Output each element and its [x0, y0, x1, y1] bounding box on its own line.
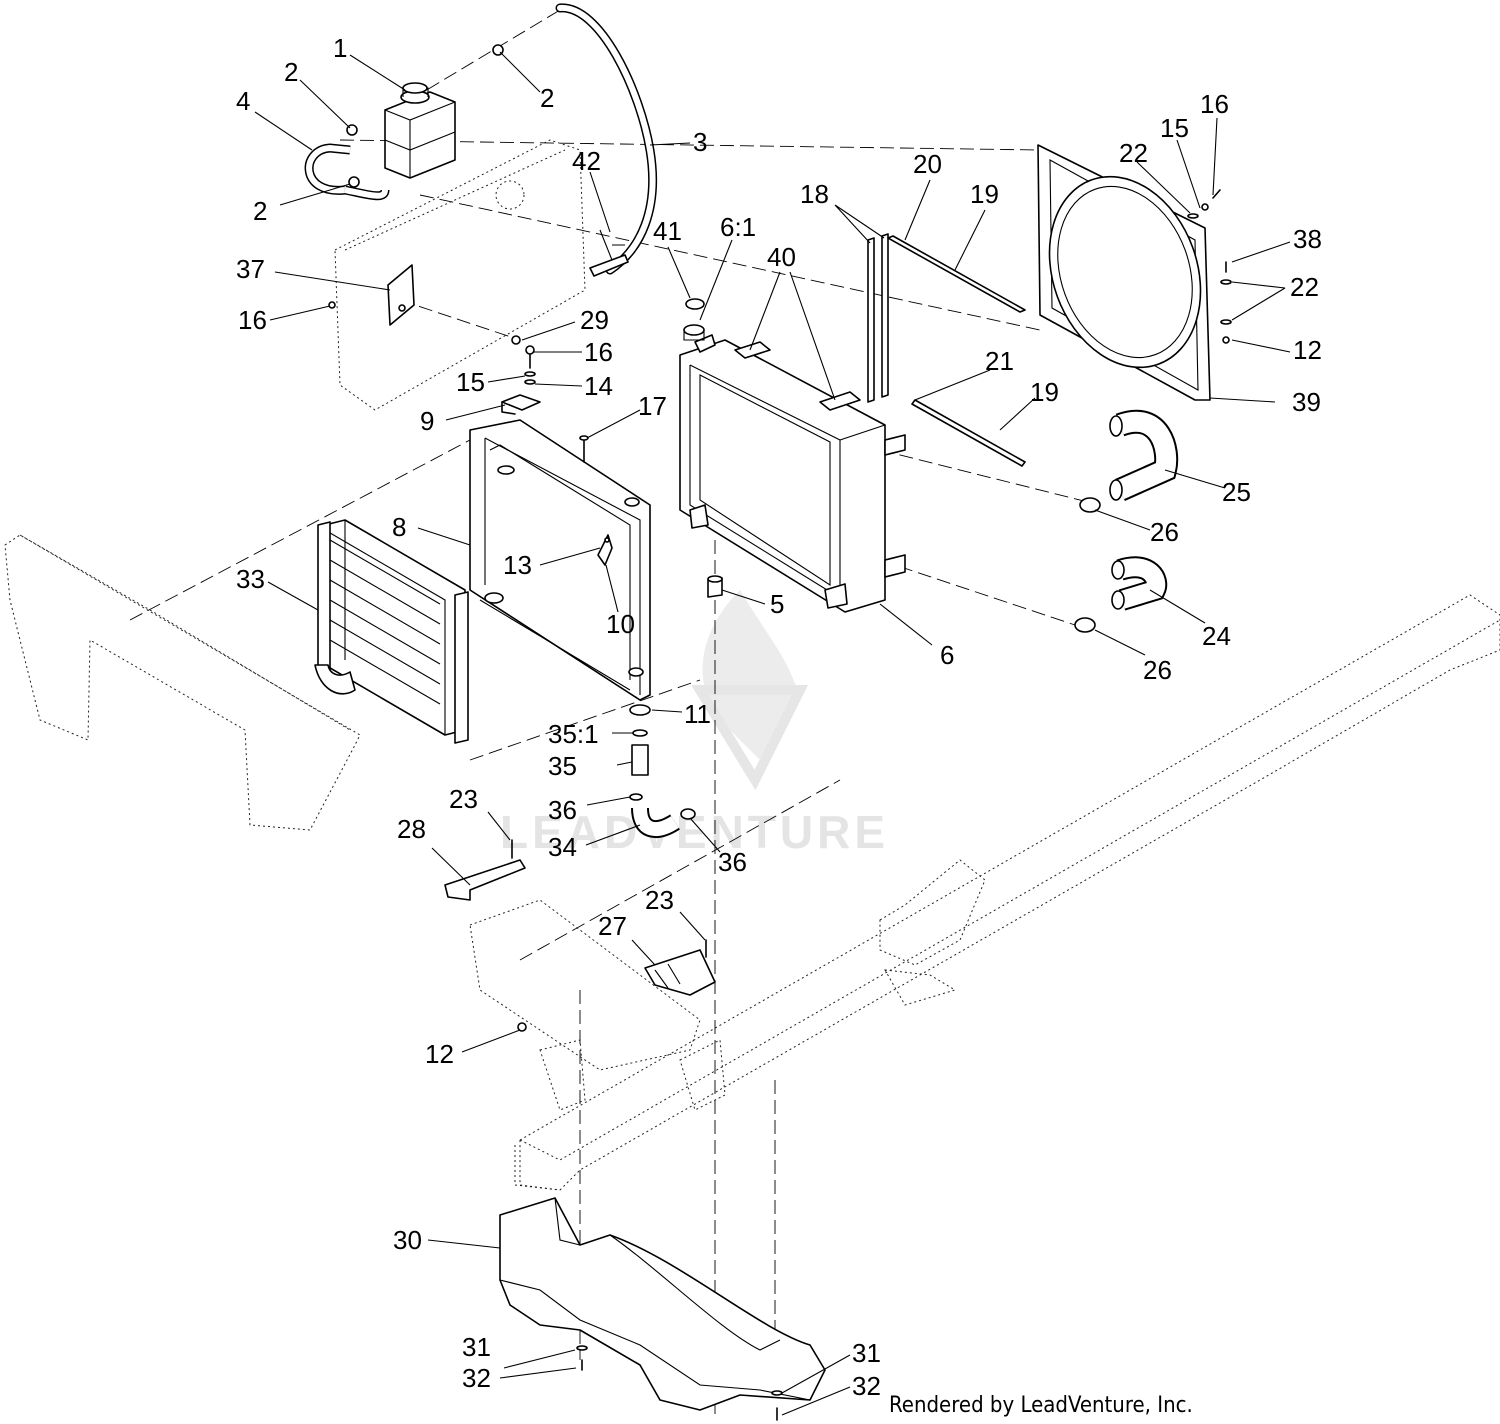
- radiator-cap: [683, 298, 705, 341]
- callout-36: 36: [548, 795, 577, 825]
- callout-26: 26: [1143, 655, 1172, 685]
- callout-35: 35: [548, 751, 577, 781]
- callout-14: 14: [584, 371, 613, 401]
- callout-28: 28: [397, 814, 426, 844]
- hose-clamp-42: [589, 229, 629, 277]
- callout-9: 9: [420, 406, 434, 436]
- callout-16: 16: [1200, 89, 1229, 119]
- callout-36: 36: [718, 847, 747, 877]
- callout-26: 26: [1150, 517, 1179, 547]
- drain-fitting-stack: [629, 704, 696, 839]
- callout-42: 42: [572, 146, 601, 176]
- callout-20: 20: [913, 149, 942, 179]
- callout-32: 32: [852, 1371, 881, 1401]
- callout-37: 37: [236, 254, 265, 284]
- upper-radiator-hose: [1109, 409, 1179, 501]
- assembly-lines: [129, 9, 1101, 1420]
- callout-30: 30: [393, 1225, 422, 1255]
- lower-radiator-hose: [1111, 556, 1168, 611]
- nuts-2: [346, 44, 504, 188]
- bracket-37: [387, 264, 415, 326]
- callout-15: 15: [456, 367, 485, 397]
- callout-12: 12: [1293, 335, 1322, 365]
- fasteners-38-22-12: [1187, 189, 1232, 344]
- reservoir-hose: [304, 143, 390, 201]
- radiator-shroud-frame: [469, 419, 651, 701]
- callout-4: 4: [236, 86, 250, 116]
- callout-23: 23: [645, 885, 674, 915]
- callout-12: 12: [425, 1039, 454, 1069]
- callout-27: 27: [598, 911, 627, 941]
- frame-left-panel: [4, 534, 361, 831]
- seal-strips: [867, 233, 1026, 467]
- overflow-hose: [555, 3, 658, 275]
- callout-3: 3: [693, 127, 707, 157]
- callout-11: 11: [684, 699, 711, 729]
- callout-31: 31: [852, 1338, 881, 1368]
- coolant-reservoir: [384, 82, 456, 179]
- callout-38: 38: [1293, 224, 1322, 254]
- callout-16: 16: [584, 337, 613, 367]
- callout-8: 8: [392, 512, 406, 542]
- callout-17: 17: [638, 391, 667, 421]
- clip-10: [597, 534, 613, 566]
- leader-lines: [254, 51, 1291, 1416]
- callout-labels: 1 2 2 2 3 4 42 41 6:1 40 18 20 19 16 15 …: [236, 33, 1322, 1401]
- callout-34: 34: [548, 832, 577, 862]
- callout-6: 6: [940, 640, 954, 670]
- bracket-27: [644, 939, 716, 996]
- render-credit: Rendered by LeadVenture, Inc.: [889, 1393, 1193, 1418]
- callout-13: 13: [503, 550, 532, 580]
- callout-2: 2: [253, 196, 267, 226]
- callout-23: 23: [449, 784, 478, 814]
- bracket-9: [501, 394, 541, 415]
- callout-2: 2: [284, 57, 298, 87]
- nut-12-lower: [517, 1022, 527, 1032]
- radiator: [679, 334, 906, 613]
- callout-25: 25: [1222, 477, 1251, 507]
- callout-19: 19: [1030, 377, 1059, 407]
- callout-10: 10: [606, 609, 635, 639]
- callout-39: 39: [1292, 387, 1321, 417]
- callout-33: 33: [236, 564, 265, 594]
- bolt-16-left: [328, 301, 336, 309]
- hose-clamps-26: [1074, 497, 1101, 633]
- bolt-17: [579, 435, 589, 463]
- callout-22: 22: [1119, 138, 1148, 168]
- callout-5: 5: [770, 589, 784, 619]
- fan-shroud-panel: [334, 139, 586, 411]
- callout-19: 19: [970, 179, 999, 209]
- frame-right-rail: [514, 594, 1500, 1191]
- callout-2: 2: [540, 83, 554, 113]
- callout-41: 41: [653, 216, 682, 246]
- callout-35-1: 35:1: [548, 719, 599, 749]
- frame-center-bracket: [469, 899, 726, 1111]
- watermark-v-icon: [691, 685, 809, 791]
- watermark-flame-icon: [702, 590, 800, 760]
- callout-22: 22: [1290, 272, 1319, 302]
- radiator-mount: [707, 575, 723, 598]
- callout-24: 24: [1202, 621, 1231, 651]
- watermark: LEADVENTURE: [500, 590, 885, 858]
- callout-18: 18: [800, 179, 829, 209]
- callout-15: 15: [1160, 113, 1189, 143]
- callout-32: 32: [462, 1363, 491, 1393]
- fasteners-31-32: [576, 1345, 783, 1421]
- bolt-stack-16-15-14: [524, 345, 536, 385]
- callout-16: 16: [238, 305, 267, 335]
- skid-plate: [499, 1197, 826, 1411]
- oil-cooler: [314, 519, 469, 744]
- nut-29: [511, 335, 521, 345]
- plate-28: [444, 839, 526, 901]
- fan-shroud: [1037, 144, 1211, 401]
- callout-31: 31: [462, 1332, 491, 1362]
- callout-21: 21: [985, 346, 1014, 376]
- callout-40: 40: [767, 242, 796, 272]
- callout-1: 1: [333, 33, 347, 63]
- callout-29: 29: [580, 305, 609, 335]
- callout-6-1: 6:1: [720, 212, 756, 242]
